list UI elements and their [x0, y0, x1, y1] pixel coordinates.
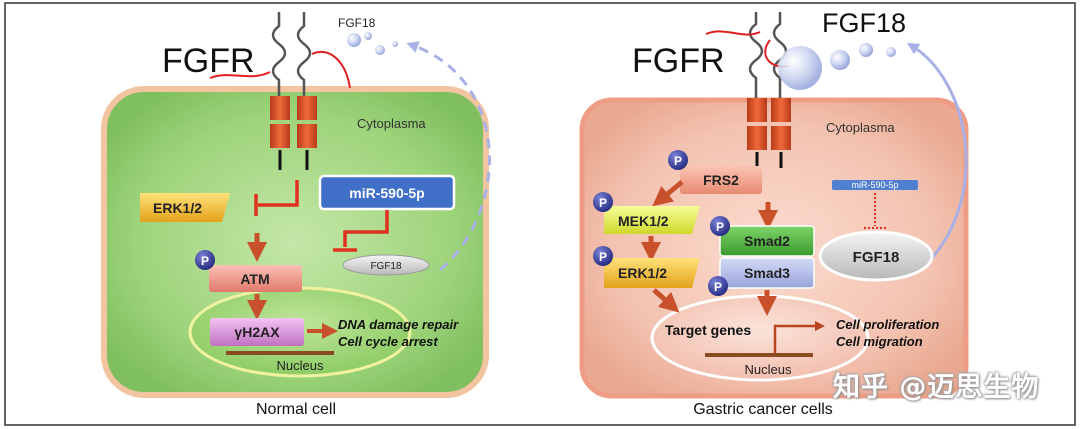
- feedback-arrow: [906, 42, 968, 259]
- mek-box: [604, 206, 700, 234]
- fgf18-bubble: [392, 41, 398, 47]
- phospho-label: P: [716, 220, 724, 234]
- mirna-box: [318, 174, 456, 211]
- phospho-badge: [195, 250, 215, 270]
- cancer-cell-panel: FGF18 FGFR Cytoplasma FRS2 P MEK1/2 P ER…: [579, 8, 969, 418]
- cytoplasma-label: Cytoplasma: [826, 120, 895, 135]
- fgfr-kinase-domain: [270, 124, 290, 148]
- smad3-label: Smad3: [744, 265, 790, 281]
- fgfr-coil-left: [271, 12, 287, 96]
- fgf18-bubble: [364, 32, 372, 40]
- fgfr-label: FGFR: [162, 42, 255, 80]
- phospho-label: P: [599, 196, 607, 210]
- mek-label: MEK1/2: [618, 213, 669, 229]
- fgf18-bubble: [375, 45, 385, 55]
- arrow-erk-to-nucleus: [652, 288, 680, 313]
- phospho-label: P: [599, 250, 607, 264]
- phospho-badge: [593, 246, 613, 266]
- normal-cell-caption: Normal cell: [256, 401, 336, 418]
- mirna-label: miR-590-5p: [851, 180, 898, 190]
- erk-label: ERK1/2: [618, 265, 667, 281]
- arrow-frs2-to-mek: [652, 180, 684, 207]
- dna-bar: [705, 353, 813, 357]
- fgfr-label: FGFR: [632, 42, 725, 80]
- fgf18-bubble: [859, 43, 873, 57]
- outcome-cell-cycle-arrest: Cell cycle arrest: [338, 334, 438, 349]
- phospho-label: P: [714, 280, 722, 294]
- phospho-label: P: [674, 154, 682, 168]
- fgfr-coil-right: [772, 12, 788, 98]
- transcription-arrow: [773, 321, 825, 355]
- h2ax-label: γH2AX: [234, 324, 280, 340]
- smad3-box: [719, 257, 815, 289]
- fgf18-bubble: [886, 47, 896, 57]
- fgfr-kinase-domain: [771, 126, 791, 150]
- phospho-badge: [708, 276, 728, 296]
- dna-bar: [226, 351, 334, 355]
- mirna-box: [832, 180, 918, 190]
- phospho-label: P: [201, 254, 209, 268]
- nucleus-label: Nucleus: [277, 358, 324, 373]
- nucleus-label: Nucleus: [745, 362, 792, 377]
- fgfr-kinase-domain: [297, 96, 317, 120]
- outcome-cell-proliferation: Cell proliferation: [836, 317, 939, 332]
- smad2-label: Smad2: [744, 233, 790, 249]
- watermark: 知乎 @迈思生物: [833, 366, 1040, 403]
- phospho-badge: [710, 216, 730, 236]
- fgfr-ligand-strand: [209, 71, 271, 79]
- atm-box: [209, 265, 302, 292]
- phospho-badge: [593, 192, 613, 212]
- target-genes-label: Target genes: [665, 322, 751, 338]
- fgf18-oval-label: FGF18: [853, 249, 900, 266]
- fgfr-coil-right: [296, 12, 312, 96]
- outcome-cell-migration: Cell migration: [836, 334, 923, 349]
- fgf18-ligand-label: FGF18: [338, 16, 376, 30]
- fgf18-ligand-label: FGF18: [822, 8, 906, 38]
- fgfr-kinase-domain: [747, 126, 767, 150]
- erk-box: [140, 193, 230, 222]
- normal-cell-panel: FGFR FGF18 Cytoplasma ERK1/2 miR-590-5p …: [101, 12, 491, 418]
- cytoplasma-label: Cytoplasma: [357, 116, 426, 131]
- fgf18-target-oval: [342, 254, 430, 276]
- h2ax-box: [210, 318, 304, 346]
- cancer-cell-caption: Gastric cancer cells: [693, 401, 833, 418]
- fgfr-kinase-domain: [297, 124, 317, 148]
- mirna-label: miR-590-5p: [349, 185, 424, 201]
- fgfr-kinase-domain: [771, 98, 791, 122]
- mirna-inhibit-line: [343, 210, 389, 247]
- fgfr-ligand-strand: [705, 30, 761, 36]
- fgfr-kinase-domain: [270, 96, 290, 120]
- outcome-dna-repair: DNA damage repair: [338, 317, 459, 332]
- frs2-label: FRS2: [703, 172, 739, 188]
- erk-box: [604, 258, 700, 288]
- fgf18-bubble: [347, 33, 361, 47]
- frs2-box: [680, 166, 762, 194]
- fgfr-coil-left: [748, 12, 764, 98]
- fgf18-target-label: FGF18: [370, 261, 402, 272]
- fgf18-bubble: [830, 50, 850, 70]
- phospho-badge: [668, 150, 688, 170]
- receptor-inhibit-line: [258, 180, 299, 207]
- feedback-dashed-arrow: [406, 41, 491, 272]
- fgfr-kinase-domain: [747, 98, 767, 122]
- erk-label: ERK1/2: [153, 200, 202, 216]
- fgfr-ligand-strand: [311, 51, 351, 89]
- atm-label: ATM: [240, 271, 269, 287]
- watermark-text: 知乎 @迈思生物: [833, 371, 1040, 403]
- fgf18-big-bubble: [778, 46, 822, 90]
- smad2-box: [719, 225, 815, 257]
- fgf18-oval: [818, 230, 934, 282]
